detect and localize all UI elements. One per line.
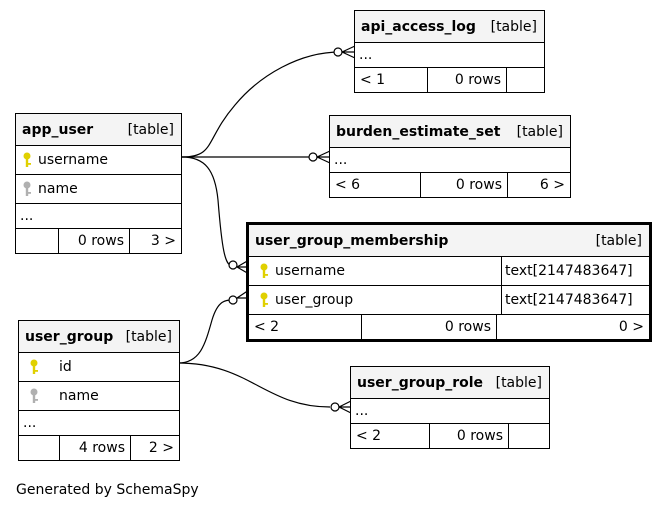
table-user-group-membership[interactable]: user_group_membership [table] username t… [246,222,652,342]
row-count: 0 rows [362,315,497,339]
column-name: username [275,263,345,279]
column-row: username [16,146,181,175]
indexed-key-icon [23,181,31,196]
edge-user-group-user-group-membership [177,299,233,364]
table-type: [table] [125,328,172,345]
table-type: [table] [516,123,563,140]
parents-count: < 2 [249,315,362,339]
crowfoot-marker [338,400,352,414]
children-count: 3 > [150,233,176,249]
table-type: [table] [595,232,642,249]
edge-app-user-api-access-log [181,51,341,158]
row-count: 0 rows [421,173,508,197]
children-count [507,68,544,92]
primary-key-icon [23,152,31,167]
table-user-group[interactable]: user_group [table] id name ... 4 rows 2 … [18,320,180,461]
parents-count: < 2 [351,424,430,448]
row-count: 0 rows [59,229,130,253]
table-footer: < 6 0 rows 6 > [330,173,570,197]
column-row: name [16,175,181,204]
parents-count [16,229,59,253]
table-type: [table] [127,121,174,138]
table-header: burden_estimate_set [table] [330,116,570,148]
table-footer: < 1 0 rows [355,68,544,92]
ellipsis-row: ... [351,399,549,424]
table-footer: < 2 0 rows 0 > [249,315,649,339]
primary-key-icon [260,263,268,278]
table-type: [table] [495,374,542,391]
table-header: user_group_membership [table] [249,225,649,257]
table-footer: 4 rows 2 > [19,436,179,460]
table-app-user[interactable]: app_user [table] username name ... 0 row… [15,113,182,254]
column-name: user_group [275,292,354,308]
column-row: id [19,353,179,382]
table-type: [table] [490,18,537,35]
column-name: id [59,359,72,375]
children-count: 6 > [539,177,565,193]
table-name: api_access_log [361,18,476,35]
row-count: 0 rows [430,424,509,448]
column-name-cell: user_group [249,286,502,314]
parents-count [19,436,60,460]
children-count: 2 > [148,440,174,456]
table-name: user_group [25,328,114,345]
crowfoot-marker [341,45,356,59]
zero-marker [228,260,238,270]
zero-marker [228,295,238,305]
zero-marker [333,47,343,57]
table-name: user_group_role [357,374,484,391]
table-header: user_group_role [table] [351,367,549,399]
table-name: burden_estimate_set [336,123,501,140]
edge-user-group-user-group-role [177,362,331,408]
ellipsis-row: ... [16,204,181,229]
table-burden-estimate-set[interactable]: burden_estimate_set [table] ... < 6 0 ro… [329,115,571,198]
ellipsis-row: ... [355,43,544,68]
column-row: user_group text[2147483647] [249,286,649,315]
edge-app-user-user-group-membership [181,156,233,267]
children-count: 0 > [618,319,644,335]
column-name-cell: username [249,257,502,285]
row-count: 0 rows [428,68,507,92]
table-name: app_user [22,121,94,138]
column-datatype: text[2147483647] [505,292,633,308]
generated-by-note: Generated by SchemaSpy [16,482,199,498]
table-footer: 0 rows 3 > [16,229,181,253]
column-name: name [38,181,78,197]
column-name: username [38,152,108,168]
table-api-access-log[interactable]: api_access_log [table] ... < 1 0 rows [354,10,545,93]
parents-count: < 6 [330,173,421,197]
zero-marker [330,402,340,412]
table-name: user_group_membership [255,232,449,249]
table-header: api_access_log [table] [355,11,544,43]
ellipsis-row: ... [330,148,570,173]
column-datatype: text[2147483647] [505,263,633,279]
column-name: name [59,388,99,404]
zero-marker [308,152,318,162]
column-row: name [19,382,179,411]
row-count: 4 rows [60,436,131,460]
ellipsis-row: ... [19,411,179,436]
table-user-group-role[interactable]: user_group_role [table] ... < 2 0 rows [350,366,550,449]
table-footer: < 2 0 rows [351,424,549,448]
parents-count: < 1 [355,68,428,92]
column-row: username text[2147483647] [249,257,649,286]
primary-key-icon [260,292,268,307]
children-count [509,424,549,448]
table-header: user_group [table] [19,321,179,353]
crowfoot-marker [316,150,331,164]
indexed-key-icon [30,388,38,403]
primary-key-icon [30,359,38,374]
table-header: app_user [table] [16,114,181,146]
